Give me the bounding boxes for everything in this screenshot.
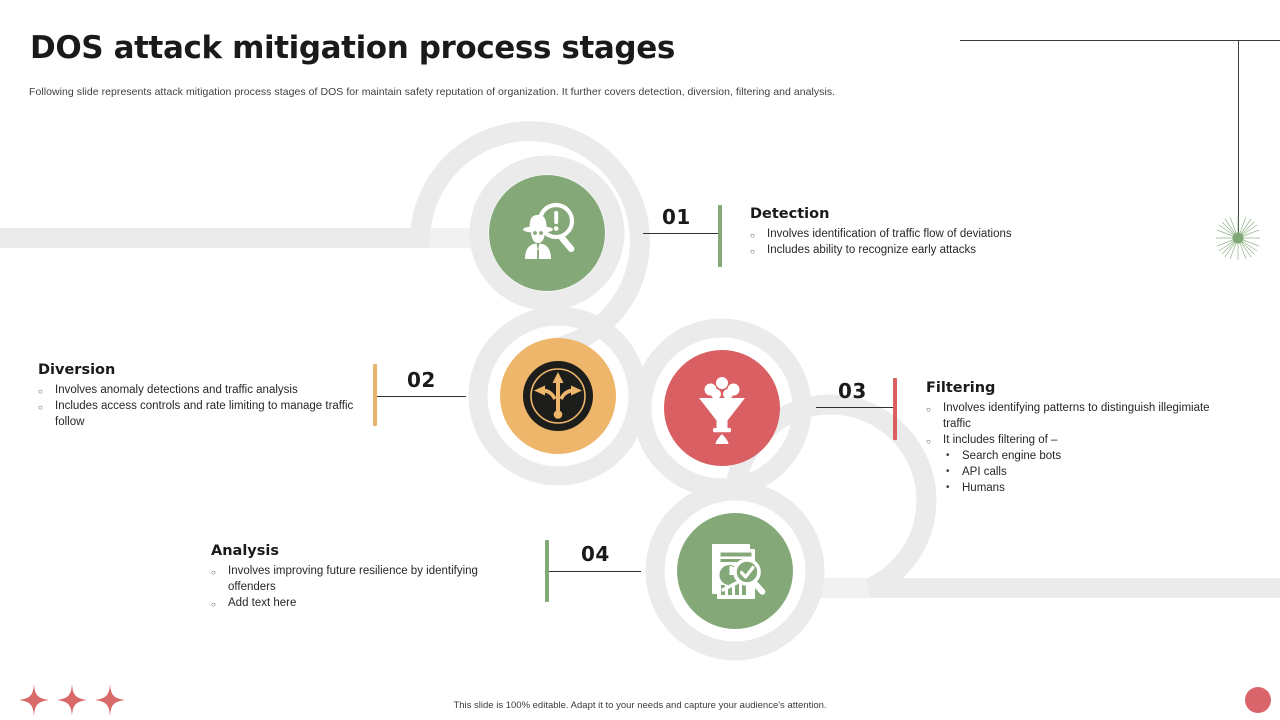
- stage-icon-filtering[interactable]: [664, 350, 780, 466]
- stage-number-03: 03: [838, 379, 867, 403]
- stage-block-detection: Detection Involves identification of tra…: [750, 206, 1080, 260]
- decor-vertical-line: [1238, 40, 1239, 238]
- connector-bar-01: [718, 205, 722, 267]
- list-item: Add text here: [211, 596, 481, 613]
- starburst-icon: [1216, 216, 1260, 260]
- spy-magnifier-alert-icon: [523, 202, 575, 259]
- page-subtitle: Following slide represents attack mitiga…: [29, 86, 836, 98]
- stage-icon-diversion[interactable]: [500, 338, 616, 454]
- footer-note: This slide is 100% editable. Adapt it to…: [453, 700, 827, 711]
- list-item: API calls: [946, 464, 1216, 480]
- connector-line-03: [816, 407, 894, 408]
- stage-number-04: 04: [581, 542, 610, 566]
- stage-block-diversion: Diversion Involves anomaly detections an…: [38, 362, 358, 430]
- stage-block-analysis: Analysis Involves improving future resil…: [211, 543, 481, 613]
- list-item: Includes ability to recognize early atta…: [750, 243, 1080, 260]
- decor-red-dot: [1245, 687, 1271, 713]
- stage-number-02: 02: [407, 368, 436, 392]
- stage-bullets-detection: Involves identification of traffic flow …: [750, 227, 1080, 260]
- connector-line-04: [548, 571, 641, 572]
- decor-horizontal-line: [960, 40, 1280, 41]
- list-item: It includes filtering of –: [926, 433, 1216, 450]
- stage-bullets-filtering: Involves identifying patterns to disting…: [926, 401, 1216, 450]
- decor-grey-bar-left: [0, 228, 478, 248]
- stage-title-analysis: Analysis: [211, 543, 279, 559]
- funnel-filter-icon: [699, 377, 745, 444]
- diverging-arrows-icon: [523, 361, 593, 431]
- report-analysis-magnifier-icon: [712, 544, 766, 599]
- connector-line-01: [643, 233, 719, 234]
- stage-title-filtering: Filtering: [926, 380, 996, 396]
- connector-bar-02: [373, 364, 377, 426]
- list-item: Search engine bots: [946, 448, 1216, 464]
- stage-bullets-diversion: Involves anomaly detections and traffic …: [38, 383, 358, 430]
- stage-bullets-analysis: Involves improving future resilience by …: [211, 564, 481, 613]
- stage-icon-analysis[interactable]: [677, 513, 793, 629]
- list-item: Includes access controls and rate limiti…: [38, 399, 358, 431]
- list-item: Humans: [946, 480, 1216, 496]
- list-item: Involves improving future resilience by …: [211, 564, 481, 596]
- connector-bar-03: [893, 378, 897, 440]
- stage-icon-detection[interactable]: [489, 175, 605, 291]
- stage-title-diversion: Diversion: [38, 362, 116, 378]
- four-point-stars-icon: [19, 684, 125, 716]
- list-item: Involves identification of traffic flow …: [750, 227, 1080, 244]
- page-title: DOS attack mitigation process stages: [30, 30, 675, 66]
- connector-line-02: [376, 396, 466, 397]
- stage-title-detection: Detection: [750, 206, 830, 222]
- list-item: Involves identifying patterns to disting…: [926, 401, 1216, 433]
- decor-grey-bar-right: [806, 578, 1280, 598]
- stage-subbullets-filtering: Search engine bots API calls Humans: [926, 448, 1216, 496]
- list-item: Involves anomaly detections and traffic …: [38, 383, 358, 400]
- stage-number-01: 01: [662, 205, 691, 229]
- stage-block-filtering: Filtering Involves identifying patterns …: [926, 380, 1216, 496]
- connector-bar-04: [545, 540, 549, 602]
